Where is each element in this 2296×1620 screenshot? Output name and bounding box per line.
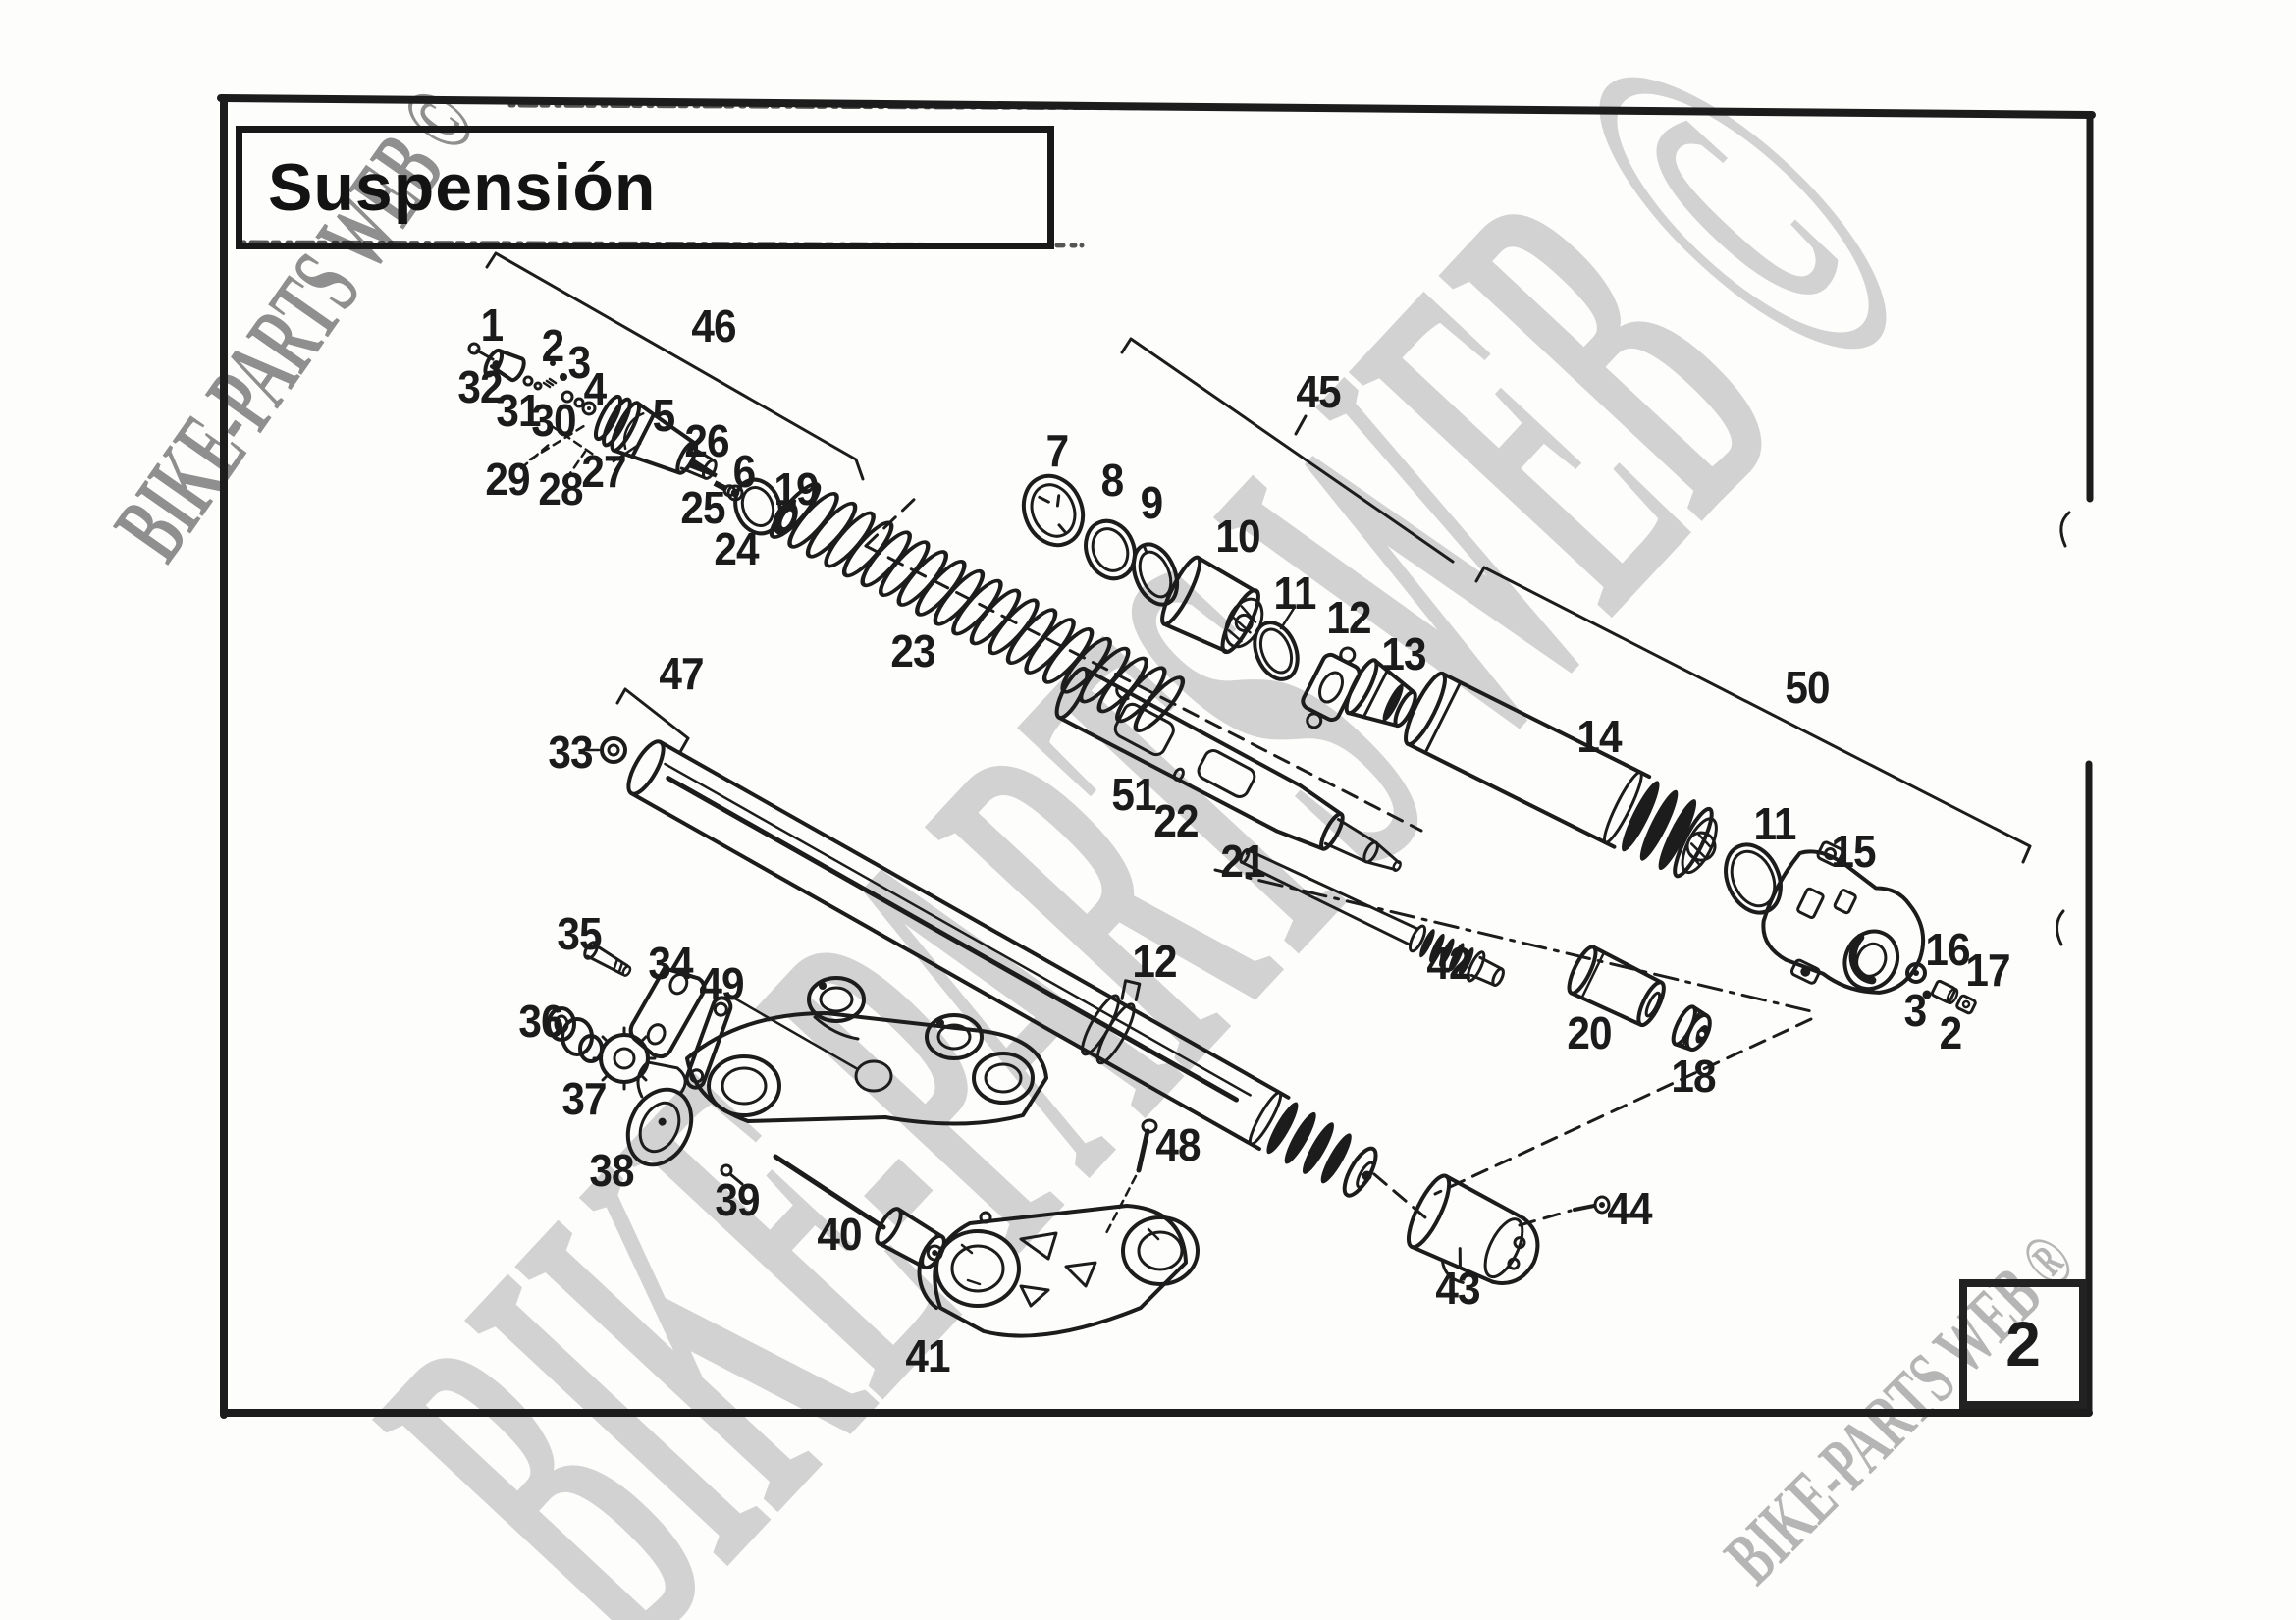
part-number-label: 12: [1326, 592, 1371, 643]
part-number-label: 12: [1132, 936, 1177, 987]
part-number-label: 34: [648, 938, 693, 989]
part-number-label: 24: [714, 523, 759, 574]
part-number-label: 7: [1045, 425, 1070, 476]
part-number-label: 36: [518, 996, 563, 1047]
part-number-label: 25: [680, 482, 725, 533]
part-number-label: 13: [1381, 628, 1426, 679]
part-number-label: 26: [684, 415, 729, 466]
part-number-label: 42: [1426, 938, 1471, 989]
part-number-label: 6: [732, 446, 757, 497]
part-number-label: 21: [1220, 836, 1265, 887]
part-number-label: 15: [1831, 826, 1876, 877]
part-number-label: 46: [691, 300, 736, 351]
fork-cap: [593, 394, 718, 480]
title-box: Suspensión: [236, 126, 1054, 249]
outer-fork-tube: [1404, 671, 1718, 879]
part-number-label: 3: [1903, 985, 1928, 1036]
part-number-label: 35: [557, 908, 602, 959]
seal-stack: [1021, 473, 1417, 729]
part-number-label: 1: [480, 299, 505, 351]
page-frame: [217, 94, 2096, 1419]
part-number-label: 41: [905, 1330, 950, 1381]
part-number-label: 18: [1671, 1051, 1716, 1102]
part-number-label: 2: [1939, 1007, 1963, 1058]
axle-holder: [1406, 1173, 1611, 1285]
page-number-box: 2: [1959, 1279, 2087, 1409]
damper-rod-tube: [1054, 666, 1402, 872]
part-number-label: 11: [1273, 567, 1317, 619]
part-number-label: 10: [1215, 511, 1260, 562]
part-number-label: 32: [457, 361, 503, 412]
part-number-label: 3: [567, 337, 592, 388]
group-brackets: [485, 251, 2032, 864]
damper-rod-assembly: [1239, 848, 1712, 1053]
part-number-label: 2: [541, 320, 565, 371]
part-number-label: 50: [1785, 662, 1830, 713]
part-number-label: 17: [1965, 945, 2010, 996]
part-number-label: 45: [1296, 366, 1341, 417]
part-number-label: 9: [1140, 477, 1164, 528]
axle-small-parts: [1905, 962, 1977, 1015]
part-number-label: 51: [1111, 769, 1156, 820]
part-number-label: 5: [652, 390, 676, 441]
part-number-label: 30: [531, 395, 576, 446]
part-number-label: 31: [496, 385, 541, 436]
part-number-label: 47: [659, 648, 704, 699]
part-number-label: 43: [1435, 1263, 1480, 1314]
fork-cap-parts: [467, 342, 798, 536]
axle-housing: [1761, 840, 1926, 995]
inner-fork-tube: [626, 739, 1378, 1198]
part-number-label: 20: [1567, 1007, 1612, 1058]
part-number-label: 11: [1753, 798, 1797, 849]
part-number-label: 14: [1576, 711, 1622, 762]
leader-lines: [519, 422, 1297, 764]
part-number-label: 8: [1100, 455, 1125, 506]
page-number: 2: [2005, 1309, 2041, 1379]
part-number-label: 37: [561, 1073, 607, 1124]
part-number-label: 19: [774, 463, 819, 514]
part-number-label: 40: [817, 1209, 862, 1260]
part-number-label: 4: [583, 363, 608, 414]
part-number-label: 48: [1155, 1119, 1201, 1170]
part-number-label: 49: [699, 958, 744, 1009]
triple-clamp-lower: [917, 1204, 1200, 1338]
part-number-label: 27: [581, 446, 626, 497]
page-title: Suspensión: [268, 150, 657, 225]
part-number-label: 44: [1607, 1183, 1652, 1234]
part-number-label: 28: [538, 463, 583, 514]
part-number-label: 29: [485, 454, 530, 505]
part-number-label: 39: [715, 1174, 760, 1225]
construction-lines: [864, 491, 1813, 1227]
part-number-label: 22: [1153, 795, 1199, 846]
part-number-label: 23: [890, 625, 935, 676]
part-number-label: 38: [589, 1145, 634, 1196]
part-number-label: 16: [1925, 924, 1970, 975]
part-number-label: 33: [548, 727, 593, 778]
